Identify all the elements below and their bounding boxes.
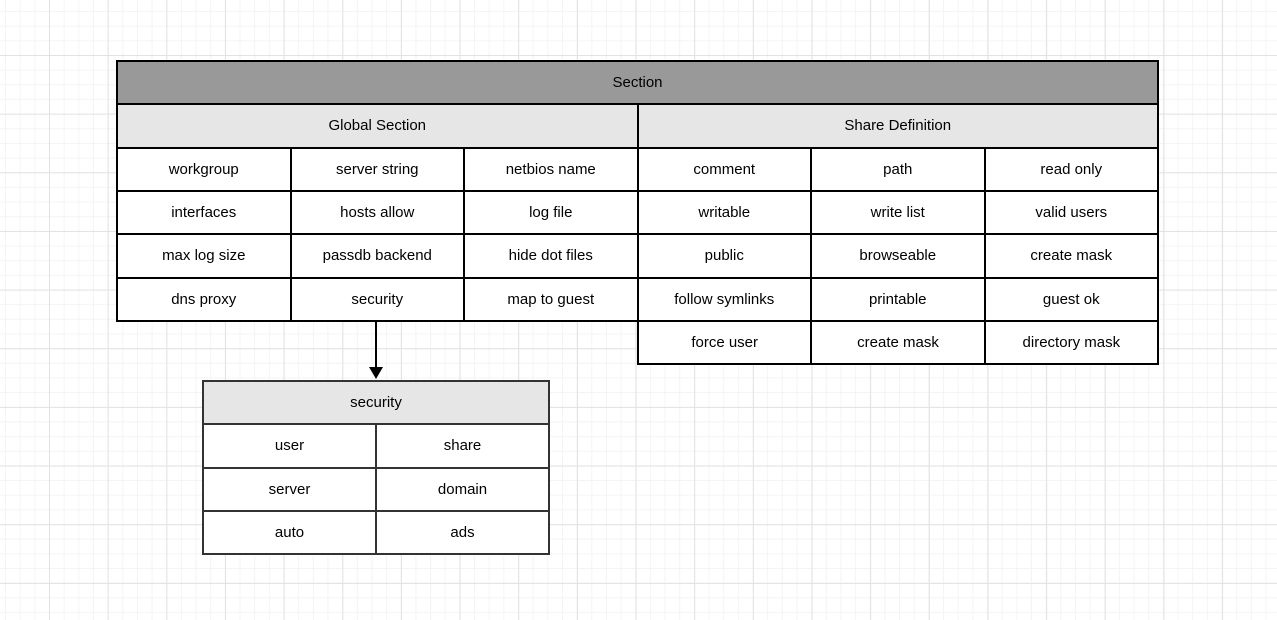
- table-cell[interactable]: ads: [376, 510, 549, 555]
- table-cell[interactable]: dns proxy: [117, 277, 291, 321]
- table-cell[interactable]: printable: [811, 277, 985, 321]
- table-cell[interactable]: map to guest: [464, 277, 638, 321]
- table-cell[interactable]: guest ok: [984, 277, 1158, 321]
- share-definition-header[interactable]: Share Definition: [637, 104, 1158, 148]
- table-cell[interactable]: follow symlinks: [637, 277, 811, 321]
- table-cell[interactable]: interfaces: [117, 190, 291, 235]
- table-cell[interactable]: domain: [376, 467, 549, 511]
- table-cell[interactable]: valid users: [984, 190, 1158, 235]
- table-cell[interactable]: auto: [203, 510, 376, 555]
- main-table-title[interactable]: Section: [117, 61, 1158, 105]
- table-cell[interactable]: writable: [637, 190, 811, 235]
- table-cell[interactable]: workgroup: [117, 147, 291, 191]
- connector-arrow-line[interactable]: [375, 322, 377, 368]
- table-cell[interactable]: server: [203, 467, 376, 511]
- table-cell[interactable]: create mask: [811, 321, 985, 365]
- table-cell[interactable]: server string: [290, 147, 464, 191]
- table-cell[interactable]: max log size: [117, 234, 291, 278]
- table-cell[interactable]: public: [637, 234, 811, 278]
- table-cell[interactable]: hide dot files: [464, 234, 638, 278]
- table-cell[interactable]: log file: [464, 190, 638, 235]
- table-cell[interactable]: user: [203, 424, 376, 468]
- table-cell[interactable]: path: [811, 147, 985, 191]
- table-cell[interactable]: passdb backend: [290, 234, 464, 278]
- table-cell[interactable]: read only: [984, 147, 1158, 191]
- table-cell[interactable]: share: [376, 424, 549, 468]
- security-table-title[interactable]: security: [203, 381, 549, 425]
- table-cell[interactable]: netbios name: [464, 147, 638, 191]
- table-cell-security-source[interactable]: security: [290, 277, 464, 321]
- table-cell[interactable]: comment: [637, 147, 811, 191]
- table-cell[interactable]: hosts allow: [290, 190, 464, 235]
- global-section-header[interactable]: Global Section: [117, 104, 638, 148]
- table-cell[interactable]: create mask: [984, 234, 1158, 278]
- arrowhead-icon: [369, 367, 383, 379]
- table-cell[interactable]: browseable: [811, 234, 985, 278]
- table-cell[interactable]: directory mask: [984, 321, 1158, 365]
- share-definition-extra-row[interactable]: force user create mask directory mask: [637, 320, 1159, 366]
- section-table[interactable]: Section Global Section Share Definition …: [116, 60, 1159, 322]
- table-cell[interactable]: force user: [638, 321, 812, 365]
- security-table[interactable]: security user share server domain auto a…: [202, 380, 550, 556]
- table-cell[interactable]: write list: [811, 190, 985, 235]
